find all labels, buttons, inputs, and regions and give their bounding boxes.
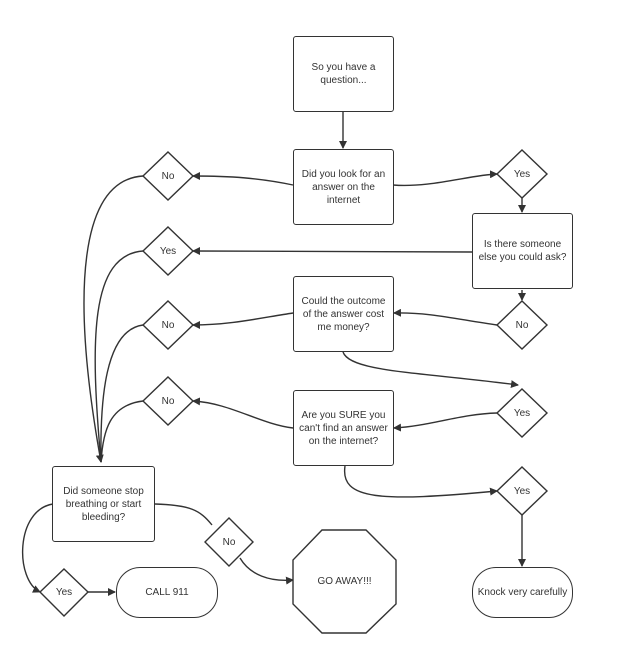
- node-knock: Knock very carefully: [472, 567, 573, 618]
- node-go-away: GO AWAY!!!: [293, 530, 396, 633]
- edge-breath-no: [154, 503, 213, 526]
- node-cost: Could the outcome of the answer cost me …: [293, 276, 394, 352]
- node-cost-text: Could the outcome of the answer cost me …: [301, 295, 386, 333]
- node-start: So you have a question...: [293, 36, 394, 112]
- edge-looked-no: [192, 172, 294, 186]
- decision-someone-yes: [141, 226, 195, 276]
- node-knock-text: Knock very carefully: [477, 587, 568, 598]
- node-someone: Is there someone else you could ask?: [472, 213, 573, 289]
- decision-looked-no: [141, 151, 195, 201]
- decision-label: Yes: [159, 245, 177, 257]
- edge-no2-breath: [100, 324, 144, 463]
- decision-breath-yes: [38, 568, 90, 617]
- node-sure: Are you SURE you can't find an answer on…: [293, 390, 394, 466]
- decision-cost-yes: [495, 388, 549, 438]
- edge-yes-sure: [393, 412, 498, 432]
- decision-label: Yes: [513, 407, 531, 419]
- node-call-911: CALL 911: [116, 567, 218, 618]
- go-away-octagon: [292, 529, 397, 634]
- edge-sure-yes: [343, 465, 498, 498]
- edge-cost-no: [192, 312, 294, 329]
- edge-no-goaway: [239, 557, 294, 585]
- decision-label: No: [161, 319, 175, 331]
- decision-label: No: [515, 319, 529, 331]
- node-call-text: CALL 911: [145, 587, 189, 598]
- edge-breath-yes: [22, 503, 54, 593]
- node-start-text: So you have a question...: [311, 62, 376, 86]
- edge-no-cost: [393, 308, 498, 326]
- node-sure-text: Are you SURE you can't find an answer on…: [299, 409, 388, 447]
- edge-someone-yes: [192, 247, 473, 256]
- decision-label: No: [161, 170, 175, 182]
- decision-label: No: [161, 395, 175, 407]
- node-looked: Did you look for an answer on the intern…: [293, 149, 394, 225]
- decision-breath-no: [204, 517, 254, 567]
- edge-cost-yes: [342, 351, 519, 389]
- decision-looked-yes: [495, 149, 549, 199]
- decision-sure-no: [141, 376, 195, 426]
- decision-label: Yes: [513, 168, 531, 180]
- node-breathing-text: Did someone stop breathing or start blee…: [63, 485, 144, 523]
- edge-looked-yes: [392, 170, 498, 187]
- decision-sure-yes: [495, 466, 549, 516]
- node-goaway-text: GO AWAY!!!: [317, 576, 372, 587]
- edge-no1-breath: [83, 175, 144, 463]
- decision-label: Yes: [513, 485, 531, 497]
- edge-sure-no: [192, 397, 294, 429]
- decision-label: No: [222, 536, 236, 548]
- decision-cost-no: [141, 300, 195, 350]
- edge-no3-breath: [100, 400, 144, 463]
- decision-someone-no: [495, 300, 549, 350]
- node-breathing: Did someone stop breathing or start blee…: [52, 466, 155, 542]
- node-looked-text: Did you look for an answer on the intern…: [301, 168, 386, 206]
- decision-label: Yes: [55, 587, 73, 598]
- node-someone-text: Is there someone else you could ask?: [478, 239, 567, 263]
- edge-yes-breath: [94, 250, 144, 463]
